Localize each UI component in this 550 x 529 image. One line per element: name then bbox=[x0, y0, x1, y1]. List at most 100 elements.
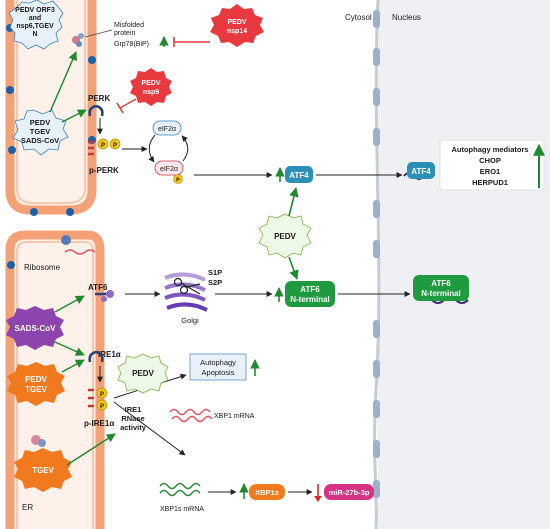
misfolded-label-2: protein bbox=[114, 30, 136, 37]
grp78-label: Grp78(BiP) bbox=[114, 41, 149, 48]
golgi-label: Golgi bbox=[181, 316, 199, 325]
xbp1-mrna-label: XBP1 mRNA bbox=[214, 413, 255, 420]
chaperone-icon bbox=[61, 235, 71, 245]
ire1a-label: IRE1α bbox=[98, 350, 121, 359]
p-ire1-icon: P P bbox=[88, 387, 108, 411]
mir-box bbox=[324, 484, 374, 500]
nsp9-text-2: nsp9 bbox=[143, 89, 159, 96]
atf6n-label-1: ATF6 bbox=[300, 285, 320, 294]
golgi-icon bbox=[164, 272, 208, 312]
pire1-to-xbp1-arrow bbox=[113, 401, 186, 456]
mir-label: miR-27b-3p bbox=[329, 488, 370, 497]
atf6n-label-2: N-terminal bbox=[290, 295, 330, 304]
sads-to-ire1-arrow bbox=[54, 341, 85, 356]
pedv-small-star bbox=[117, 353, 169, 394]
p-badge-4: P bbox=[100, 404, 104, 410]
activator-to-misfolded-arrow bbox=[49, 51, 77, 113]
atf4-nuclear-label: ATF4 bbox=[411, 167, 431, 176]
target-chop: CHOP bbox=[479, 156, 501, 165]
rnase-label-3: activity bbox=[120, 423, 147, 432]
tgev-to-rnase-arrow bbox=[66, 433, 116, 466]
s2p-label: S2P bbox=[208, 278, 222, 287]
mrna-squiggle bbox=[64, 249, 96, 255]
scissors-icon bbox=[173, 277, 201, 295]
nsp9-inhibit-line bbox=[119, 98, 137, 109]
atf6-receptor-icon bbox=[95, 290, 114, 302]
pedv-to-atf4-arrow bbox=[288, 187, 299, 217]
eif2a-p-box bbox=[154, 160, 184, 176]
pedv-orf3-star bbox=[8, 0, 64, 50]
autophagy-targets-box bbox=[439, 139, 545, 191]
er-label: ER bbox=[22, 503, 33, 512]
ribosome-label: Ribosome bbox=[24, 263, 61, 272]
targets-title: Autophagy mediators bbox=[451, 145, 528, 154]
outcome-apoptosis: Apoptosis bbox=[202, 368, 235, 377]
xbp1-mrna-icon bbox=[169, 408, 211, 416]
rnase-label-2: RNase bbox=[121, 414, 144, 423]
target-herpud1: HERPUD1 bbox=[472, 178, 508, 187]
atf6n-nuclear-label-1: ATF6 bbox=[431, 279, 451, 288]
tgev-star bbox=[14, 448, 72, 492]
ire1-receptor-icon bbox=[88, 350, 104, 363]
atf6n-box bbox=[285, 281, 335, 307]
orf3-text-3: nsp6,TGEV bbox=[16, 23, 54, 30]
xbp1s-mrna-icon bbox=[159, 482, 201, 490]
atf6n-nuclear-box bbox=[413, 275, 469, 301]
s1p-label: S1P bbox=[208, 268, 222, 277]
p-badge-1: P bbox=[101, 143, 105, 149]
orf3-text-2: and bbox=[29, 15, 41, 22]
rnase-label-1: IRE1 bbox=[125, 405, 142, 414]
perk-label: PERK bbox=[88, 94, 110, 103]
sads-to-atf6-arrow bbox=[54, 295, 85, 313]
atf4-nuclear-box bbox=[407, 162, 435, 179]
p-ire1a-label: p-IRE1α bbox=[84, 419, 114, 428]
outcome-autophagy: Autophagy bbox=[200, 358, 236, 367]
pedv-small-label: PEDV bbox=[132, 369, 154, 378]
pedv-to-atf6-arrow bbox=[288, 256, 299, 280]
p-badge-2: P bbox=[113, 143, 117, 149]
eif-recycle-arrow bbox=[181, 135, 189, 162]
pedv-center-star bbox=[258, 213, 312, 259]
eif-phos-arrow bbox=[148, 134, 156, 163]
xbp1s-mrna-label: XBP1s mRNA bbox=[160, 506, 204, 513]
misfolded-label-1: Misfolded bbox=[114, 22, 144, 29]
atf6-label: ATF6 bbox=[88, 283, 108, 292]
eif-phospho-badge bbox=[173, 174, 183, 184]
pedv-tgev-label-1: PEDV bbox=[25, 375, 47, 384]
perk-receptor-icon bbox=[88, 104, 104, 117]
nuclear-pores bbox=[373, 10, 380, 498]
pedv-nsp14-star bbox=[210, 4, 264, 47]
pedv-tgev-to-ire1-arrow bbox=[61, 359, 85, 373]
nucleus-label: Nucleus bbox=[392, 13, 421, 22]
eif2a-box bbox=[152, 120, 182, 136]
activator-to-perk-arrow bbox=[61, 109, 87, 123]
atf4-label: ATF4 bbox=[289, 171, 309, 180]
pedv-center-label: PEDV bbox=[274, 232, 296, 241]
cytosol-label: Cytosol bbox=[345, 13, 372, 22]
perk-activator-star bbox=[12, 109, 69, 156]
p-perk-label: p-PERK bbox=[89, 166, 119, 175]
sads-label: SADS-CoV bbox=[15, 324, 57, 333]
nucleus-region bbox=[378, 0, 550, 529]
pedv-nsp9-star bbox=[130, 68, 172, 106]
misfolded-leader bbox=[84, 29, 113, 38]
perk-act-text-1: PEDV bbox=[30, 118, 50, 127]
eif-p-text: P bbox=[176, 178, 180, 184]
perk-act-text-3: SADS-CoV bbox=[21, 136, 59, 145]
nsp14-text-1: PEDV bbox=[227, 19, 246, 26]
p-perk-icon: P P bbox=[88, 138, 121, 156]
eif2a-label: eIF2α bbox=[158, 126, 176, 133]
atf4-box bbox=[285, 166, 313, 183]
ribosome-dot bbox=[7, 261, 15, 269]
xbp1s-box bbox=[249, 484, 285, 500]
eif2a-p-label: eIF2α bbox=[160, 166, 178, 173]
target-ero1: ERO1 bbox=[480, 167, 500, 176]
outcomes-box bbox=[189, 353, 247, 381]
sads-cov-star bbox=[6, 306, 64, 350]
perk-act-text-2: TGEV bbox=[30, 127, 50, 136]
orf3-text-4: N bbox=[32, 31, 37, 38]
nsp9-text-1: PEDV bbox=[141, 80, 160, 87]
pedv-tgev-label-2: TGEV bbox=[25, 385, 47, 394]
